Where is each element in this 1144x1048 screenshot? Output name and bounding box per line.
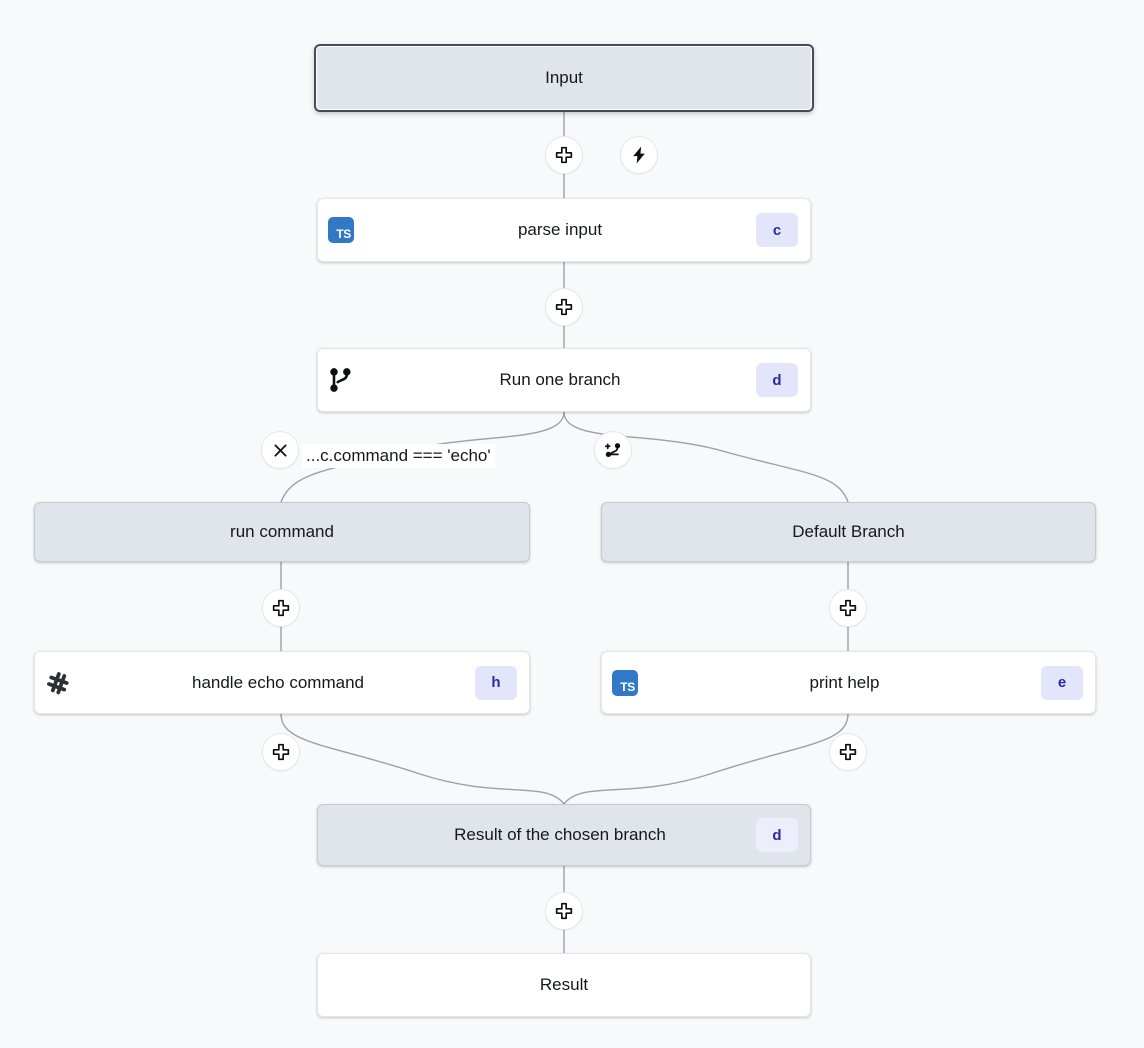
node-branch-result-label: Result of the chosen branch — [454, 825, 666, 844]
typescript-icon: TS — [318, 217, 364, 243]
add-step-after-default-branch-button[interactable] — [829, 589, 867, 627]
plus-icon — [272, 743, 290, 761]
node-run-one-branch-label: Run one branch — [499, 370, 621, 389]
node-run-command[interactable]: run command — [34, 502, 530, 562]
node-default-branch-label: Default Branch — [792, 522, 905, 541]
node-handle-echo-command-shortcut-badge[interactable]: h — [475, 665, 517, 700]
add-step-after-parse-input-button[interactable] — [545, 288, 583, 326]
plus-icon — [839, 599, 857, 617]
add-branch-button[interactable] — [594, 431, 632, 469]
node-handle-echo-command[interactable]: handle echo command h — [34, 651, 530, 714]
node-run-one-branch-shortcut-badge[interactable]: d — [756, 363, 798, 397]
plus-icon — [839, 743, 857, 761]
hash-slanted-icon — [35, 669, 81, 697]
edge-handle-echo-to-branch-result — [280, 713, 565, 805]
plus-icon — [555, 146, 573, 164]
plus-icon — [272, 599, 290, 617]
add-step-after-handle-echo-button[interactable] — [262, 733, 300, 771]
branch-condition-label[interactable]: ...c.command === 'echo' — [302, 444, 495, 468]
add-step-after-input-button[interactable] — [545, 136, 583, 174]
plus-icon — [555, 902, 573, 920]
add-step-after-run-command-button[interactable] — [262, 589, 300, 627]
git-branch-plus-icon — [604, 442, 620, 457]
node-result-label: Result — [539, 975, 589, 994]
lightning-bolt-icon — [633, 146, 645, 164]
plus-icon — [555, 298, 573, 316]
trigger-button[interactable] — [620, 136, 658, 174]
node-input-label: Input — [545, 68, 583, 87]
node-run-command-label: run command — [230, 522, 334, 541]
close-icon — [273, 443, 287, 457]
add-step-after-branch-result-button[interactable] — [545, 892, 583, 930]
node-result[interactable]: Result — [317, 953, 811, 1017]
node-print-help[interactable]: TS print help e — [601, 651, 1096, 714]
git-branch-icon — [318, 366, 364, 394]
node-parse-input-shortcut-badge[interactable]: c — [756, 213, 798, 247]
node-parse-input-label: parse input — [517, 220, 603, 239]
node-print-help-label: print help — [809, 672, 880, 692]
node-parse-input[interactable]: TS parse input c — [317, 198, 811, 262]
node-print-help-shortcut-badge[interactable]: e — [1041, 665, 1083, 700]
node-branch-result-shortcut-badge[interactable]: d — [756, 818, 798, 852]
node-handle-echo-command-label: handle echo command — [191, 672, 364, 692]
node-branch-result[interactable]: Result of the chosen branch d — [317, 804, 811, 866]
typescript-icon: TS — [602, 669, 648, 696]
node-input[interactable]: Input — [314, 44, 814, 112]
hash-slanted-glyph — [47, 671, 69, 694]
add-step-after-print-help-button[interactable] — [829, 733, 867, 771]
typescript-icon-badge: TS — [612, 669, 638, 696]
node-default-branch[interactable]: Default Branch — [601, 502, 1096, 562]
typescript-icon-badge: TS — [328, 217, 354, 243]
edge-print-help-to-branch-result — [563, 713, 849, 805]
remove-branch-button[interactable] — [261, 431, 299, 469]
node-run-one-branch[interactable]: Run one branch d — [317, 348, 811, 412]
